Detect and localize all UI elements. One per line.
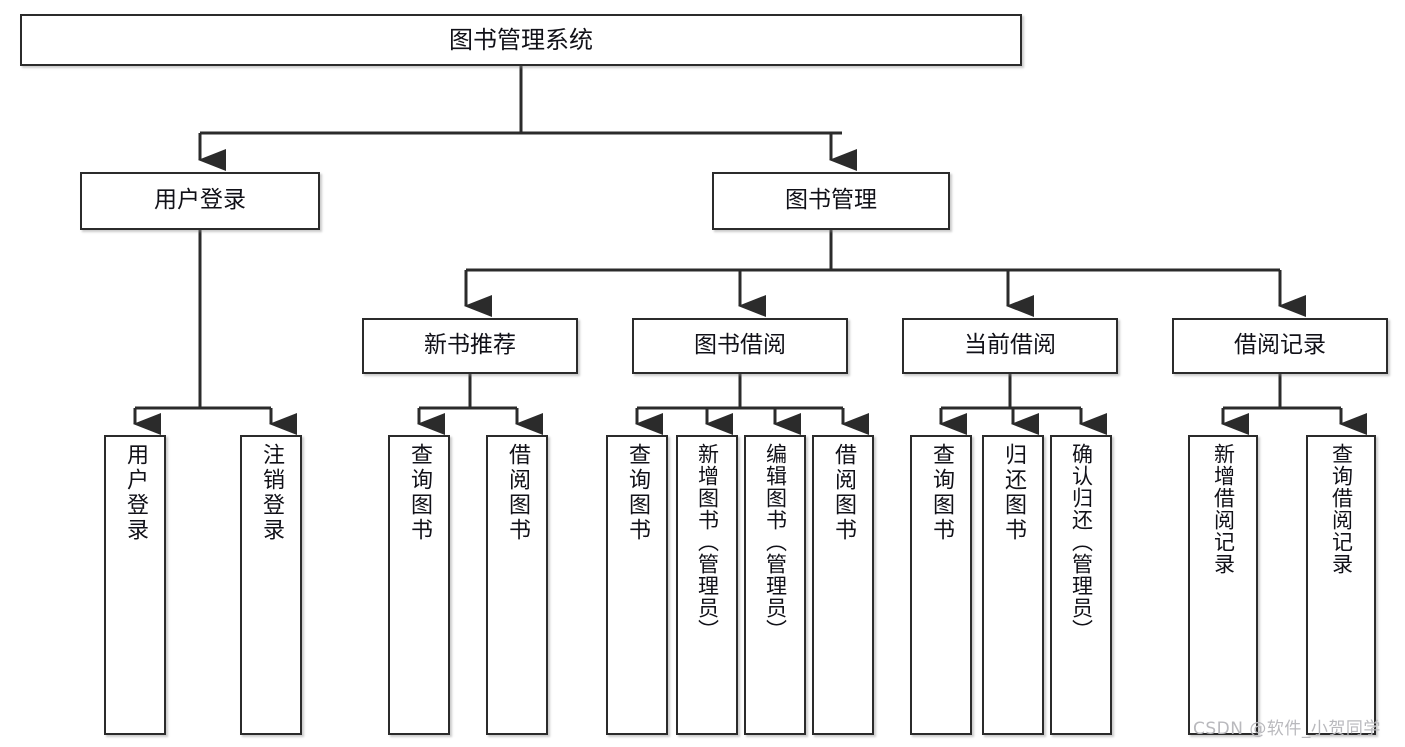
node-label: 归还图书	[1001, 443, 1026, 543]
node-label: 新增图书（管理员）	[695, 443, 720, 641]
node-label: 查询借阅记录	[1329, 443, 1354, 575]
node-label: 编辑图书（管理员）	[763, 443, 788, 641]
node-label: 当前借阅	[964, 332, 1056, 359]
leaf-logout[interactable]: 注销登录	[240, 435, 302, 735]
node-borrow-record[interactable]: 借阅记录	[1172, 318, 1388, 374]
leaf-confirm-return-admin[interactable]: 确认归还（管理员）	[1050, 435, 1112, 735]
node-new-book-recommend[interactable]: 新书推荐	[362, 318, 578, 374]
node-label: 借阅图书	[505, 443, 530, 543]
node-label: 新增借阅记录	[1211, 443, 1236, 575]
leaf-user-login[interactable]: 用户登录	[104, 435, 166, 735]
node-label: 用户登录	[154, 187, 246, 214]
node-label: 查询图书	[625, 443, 650, 543]
leaf-return-book[interactable]: 归还图书	[982, 435, 1044, 735]
node-label: 图书借阅	[694, 332, 786, 359]
leaf-query-book-current[interactable]: 查询图书	[910, 435, 972, 735]
leaf-query-book-borrow[interactable]: 查询图书	[606, 435, 668, 735]
node-label: 查询图书	[407, 443, 432, 543]
node-label: 借阅图书	[831, 443, 856, 543]
leaf-add-borrow-record[interactable]: 新增借阅记录	[1188, 435, 1258, 735]
csdn-watermark: CSDN @软件_小贺同学	[1193, 719, 1381, 739]
node-label: 新书推荐	[424, 332, 516, 359]
leaf-query-borrow-record[interactable]: 查询借阅记录	[1306, 435, 1376, 735]
node-label: 确认归还（管理员）	[1069, 443, 1094, 641]
node-label: 借阅记录	[1234, 332, 1326, 359]
node-user-login[interactable]: 用户登录	[80, 172, 320, 230]
node-current-borrow[interactable]: 当前借阅	[902, 318, 1118, 374]
leaf-add-book-admin[interactable]: 新增图书（管理员）	[676, 435, 738, 735]
leaf-edit-book-admin[interactable]: 编辑图书（管理员）	[744, 435, 806, 735]
node-book-borrow[interactable]: 图书借阅	[632, 318, 848, 374]
leaf-borrow-book[interactable]: 借阅图书	[812, 435, 874, 735]
node-label: 查询图书	[929, 443, 954, 543]
node-label: 注销登录	[259, 443, 284, 543]
node-book-management[interactable]: 图书管理	[712, 172, 950, 230]
node-root-system[interactable]: 图书管理系统	[20, 14, 1022, 66]
node-label: 图书管理系统	[449, 25, 593, 54]
node-label: 用户登录	[123, 443, 148, 543]
node-label: 图书管理	[785, 187, 877, 214]
leaf-query-book-recommend[interactable]: 查询图书	[388, 435, 450, 735]
leaf-borrow-book-recommend[interactable]: 借阅图书	[486, 435, 548, 735]
